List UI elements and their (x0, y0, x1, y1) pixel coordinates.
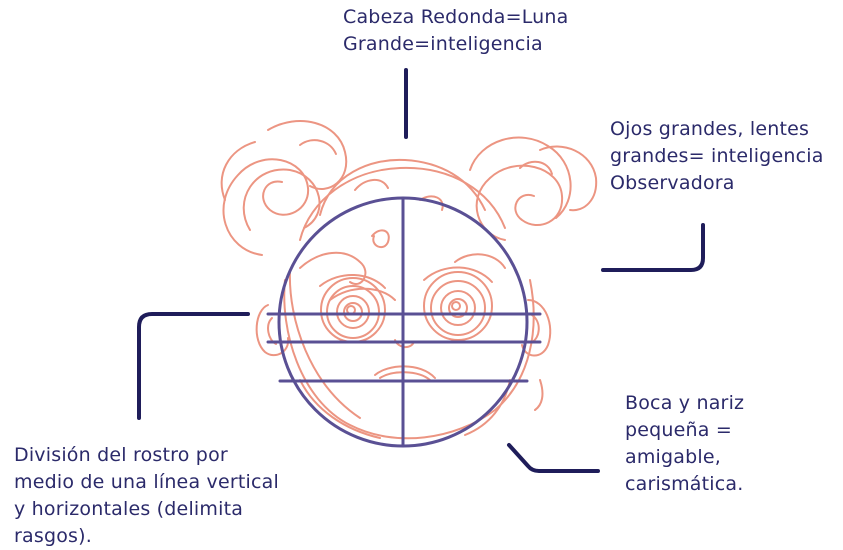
right-hair-bun (469, 136, 598, 241)
right-eye-sketch (423, 266, 493, 341)
face-division-annotation: División del rostro por medio de una lín… (14, 444, 279, 547)
leader-lines (137, 68, 705, 473)
left-leader-line (137, 312, 250, 420)
mouth-nose-annotation: Boca y nariz pequeña = amigable, carismá… (625, 392, 745, 495)
bottom-right-leader-line (507, 443, 600, 473)
face-guides (266, 196, 542, 448)
head-shape-annotation: Cabeza Redonda=Luna Grande=inteligencia (343, 6, 569, 55)
right-leader-line (601, 223, 705, 272)
eyes-annotation: Ojos grandes, lentes grandes= inteligenc… (610, 118, 824, 194)
character-sketch (220, 120, 598, 440)
left-eye-sketch (319, 273, 386, 343)
top-hair (299, 158, 506, 249)
left-hair-bun (220, 120, 348, 256)
